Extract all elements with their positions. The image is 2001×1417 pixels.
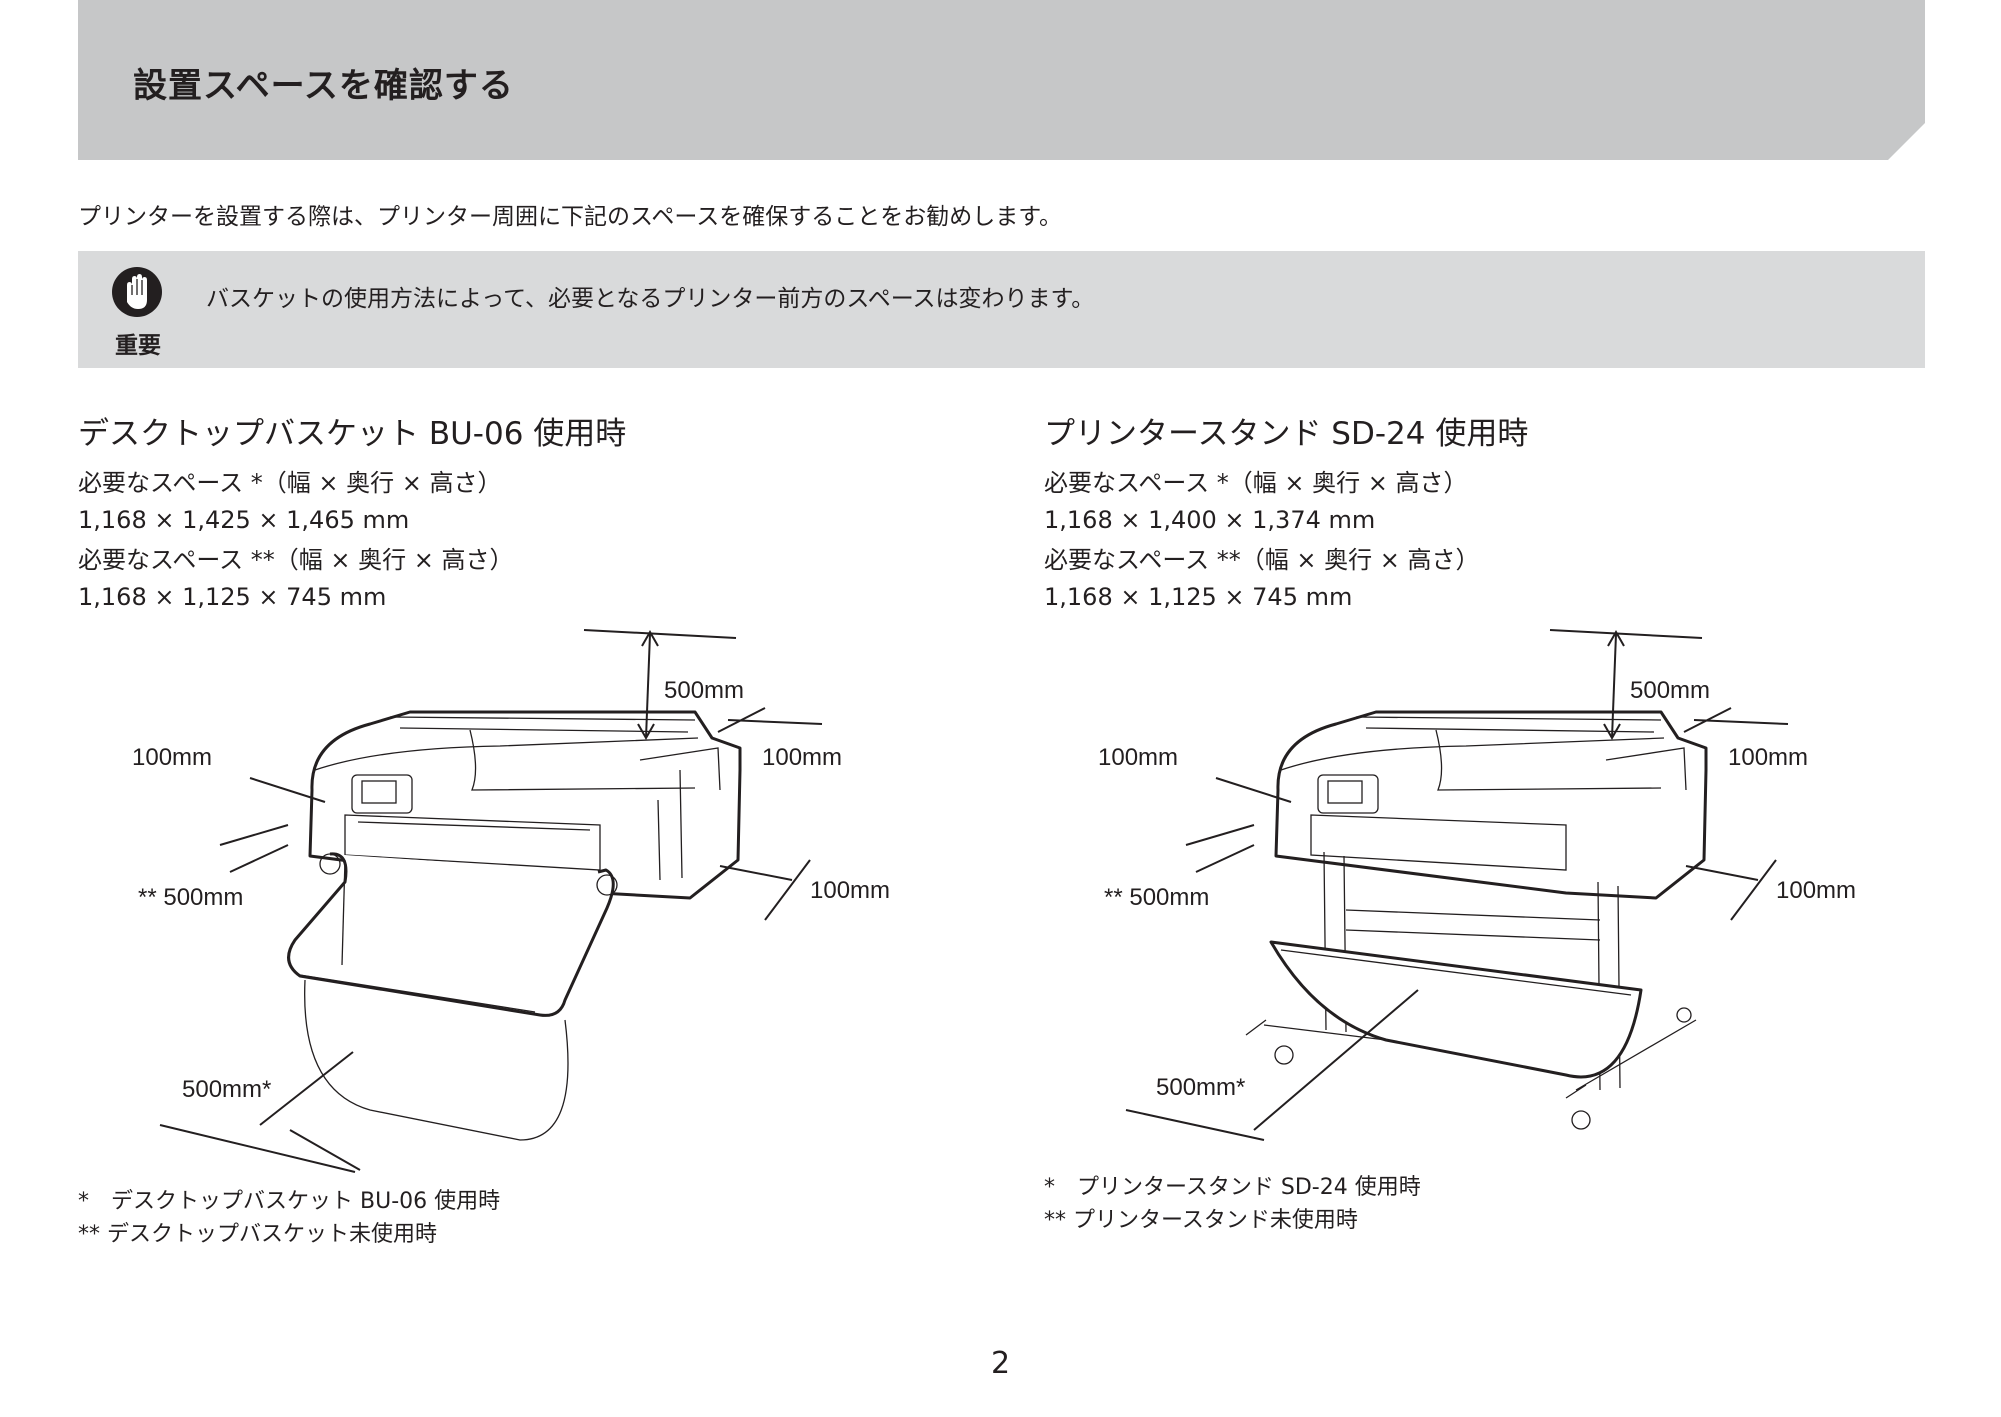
right-footnote-2: ** プリンタースタンド未使用時 (1044, 1208, 1358, 1233)
important-label: 重要 (115, 333, 161, 359)
page-number: 2 (991, 1346, 1011, 1381)
left-installation-diagram: 500mm 100mm 100mm 100mm ** 500mm 500mm* (132, 629, 890, 1173)
important-hand-icon (112, 267, 162, 317)
right-spec-list: 必要なスペース *（幅 × 奥行 × 高さ） 1,168 × 1,400 × 1… (1044, 465, 1479, 616)
header-band (78, 0, 1925, 160)
right-spec1-label: 必要なスペース *（幅 × 奥行 × 高さ） (1044, 469, 1468, 497)
intro-text: プリンターを設置する際は、プリンター周囲に下記のスペースを確保することをお勧めし… (78, 204, 1062, 230)
right-footnote-1: * プリンタースタンド SD-24 使用時 (1044, 1175, 1421, 1200)
left-spec1-label: 必要なスペース *（幅 × 奥行 × 高さ） (78, 469, 502, 497)
right-dim-front-basket: 500mm* (1156, 1074, 1245, 1101)
important-note-box (78, 251, 1925, 368)
left-dim-front-basket: 500mm* (182, 1076, 271, 1103)
left-footnotes: * デスクトップバスケット BU-06 使用時 ** デスクトップバスケット未使… (78, 1185, 500, 1251)
right-dim-left: 100mm (1098, 744, 1178, 771)
printer-on-stand-illustration (1245, 710, 1708, 1130)
left-section-title: デスクトップバスケット BU-06 使用時 (78, 416, 627, 452)
dimension-lines (1125, 629, 1789, 1141)
left-spec1-value: 1,168 × 1,425 × 1,465 mm (78, 506, 410, 534)
right-footnotes: * プリンタースタンド SD-24 使用時 ** プリンタースタンド未使用時 (1044, 1171, 1421, 1237)
right-dim-right-back: 100mm (1728, 744, 1808, 771)
important-note-text: バスケットの使用方法によって、必要となるプリンター前方のスペースは変わります。 (206, 286, 1095, 312)
right-dim-top: 500mm (1630, 677, 1710, 704)
dimension-lines (159, 629, 823, 1173)
left-spec-list: 必要なスペース *（幅 × 奥行 × 高さ） 1,168 × 1,425 × 1… (78, 465, 513, 616)
page-title: 設置スペースを確認する (133, 66, 514, 106)
printer-with-basket-illustration (287, 710, 742, 1141)
right-section-title: プリンタースタンド SD-24 使用時 (1044, 416, 1529, 452)
left-spec2-label: 必要なスペース **（幅 × 奥行 × 高さ） (78, 546, 514, 574)
left-footnote-2: ** デスクトップバスケット未使用時 (78, 1222, 437, 1247)
left-dim-top: 500mm (664, 677, 744, 704)
left-dim-front-no-basket: ** 500mm (138, 884, 243, 911)
left-dim-right-back: 100mm (762, 744, 842, 771)
left-footnote-1: * デスクトップバスケット BU-06 使用時 (78, 1189, 501, 1214)
left-spec2-value: 1,168 × 1,125 × 745 mm (78, 583, 387, 611)
right-installation-diagram: 500mm 100mm 100mm 100mm ** 500mm 500mm* (1098, 629, 1856, 1141)
right-dim-front-no-basket: ** 500mm (1104, 884, 1209, 911)
right-spec2-label: 必要なスペース **（幅 × 奥行 × 高さ） (1044, 546, 1480, 574)
right-spec2-value: 1,168 × 1,125 × 745 mm (1044, 583, 1353, 611)
right-dim-right-front: 100mm (1776, 877, 1856, 904)
left-dim-left: 100mm (132, 744, 212, 771)
left-dim-right-front: 100mm (810, 877, 890, 904)
right-spec1-value: 1,168 × 1,400 × 1,374 mm (1044, 506, 1376, 534)
